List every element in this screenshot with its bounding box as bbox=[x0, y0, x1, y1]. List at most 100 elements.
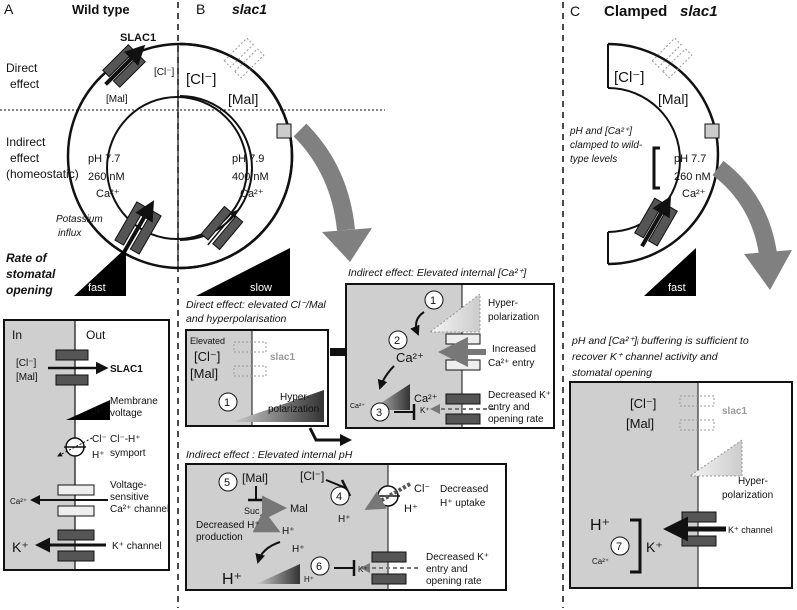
h1-label: H⁺ bbox=[282, 526, 295, 537]
direct-hyper: Hyper- bbox=[280, 392, 310, 403]
clamped-fast-label: fast bbox=[668, 282, 686, 294]
decreased-uptake: Decreased bbox=[440, 484, 488, 495]
clamp-note: pH and [Ca²⁺] bbox=[569, 126, 632, 137]
slac1-ph: pH 7.9 bbox=[232, 153, 264, 165]
slow-rate-wedge bbox=[196, 248, 290, 296]
buffer-note-3: stomatal opening bbox=[572, 367, 652, 379]
h2-label: H⁺ bbox=[292, 544, 305, 555]
panel-a-title: Wild type bbox=[72, 2, 130, 17]
ca-effect-box bbox=[345, 283, 555, 429]
potassium-label-2: influx bbox=[58, 228, 82, 239]
h-big: H⁺ bbox=[222, 571, 242, 588]
elevated-label: Elevated bbox=[190, 336, 225, 346]
panel-c-title: Clamped bbox=[604, 3, 667, 20]
step-2: 2 bbox=[394, 335, 400, 347]
decreased-hprod-2: production bbox=[196, 532, 243, 543]
clamped-progression-arrow bbox=[712, 160, 777, 256]
slac1-channel-icon bbox=[102, 44, 146, 88]
decreased-k2: Decreased K⁺ bbox=[426, 552, 489, 563]
step-4: 4 bbox=[336, 491, 342, 503]
clamped-box-shade bbox=[570, 382, 698, 588]
increased-ca-2: Ca²⁺ entry bbox=[488, 358, 534, 369]
slac1-mal: [Mal] bbox=[228, 91, 258, 107]
step-7: 7 bbox=[616, 541, 622, 553]
cl-out: Cl⁻ bbox=[414, 483, 430, 495]
ph-effect-title: Indirect effect : Elevated internal pH bbox=[186, 449, 353, 461]
mal2-label: Mal bbox=[290, 503, 308, 515]
direct-slac1-gray: slac1 bbox=[270, 352, 295, 363]
decreased-k2-2: entry and bbox=[426, 564, 468, 575]
hyperpolarization-wedge bbox=[232, 390, 324, 422]
panel-c: C Clamped slac1 [Cl⁻] [Mal] pH and [Ca²⁺… bbox=[569, 3, 793, 589]
direct-effect-title-2: and hyperpolarisation bbox=[186, 313, 287, 325]
wt-cell-inner bbox=[106, 96, 248, 240]
ca-hyper: Hyper- bbox=[488, 298, 518, 309]
slac1-ca-channel bbox=[276, 123, 292, 139]
k2-label: K⁺ bbox=[358, 565, 368, 574]
step-6: 6 bbox=[316, 561, 322, 573]
increased-ca: Increased bbox=[492, 344, 536, 355]
direct-to-ph-arrow bbox=[340, 434, 352, 446]
step-1-badge bbox=[218, 392, 238, 412]
clamped-h: H⁺ bbox=[590, 517, 610, 534]
slac1-label: SLAC1 bbox=[120, 32, 156, 44]
ca-small: Ca²⁺ bbox=[350, 403, 365, 410]
membrane-voltage-wedge bbox=[66, 400, 110, 420]
legend-membrane: Membrane bbox=[110, 396, 158, 407]
rate-label-3: opening bbox=[6, 283, 53, 297]
legend-ca-ion: Ca²⁺ bbox=[10, 497, 27, 506]
direct-cl: [Cl⁻] bbox=[194, 349, 220, 364]
rate-label-2: stomatal bbox=[6, 267, 56, 281]
direct-label: Direct bbox=[6, 61, 38, 75]
legend-cl-ion: Cl⁻ bbox=[92, 434, 107, 445]
clamp-bracket bbox=[652, 146, 660, 190]
wt-ca-conc: 260 nM bbox=[88, 171, 125, 183]
clamped-hyper-wedge bbox=[688, 439, 743, 477]
clamped-hyper-2: polarization bbox=[722, 490, 773, 501]
legend-symport-2: symport bbox=[110, 448, 146, 459]
buffer-note-2: recover K⁺ channel activity and bbox=[572, 351, 719, 363]
panel-a-letter: A bbox=[4, 1, 14, 17]
decreased-k2-3: opening rate bbox=[426, 576, 482, 587]
clamped-k-channel: K⁺ channel bbox=[728, 525, 773, 535]
panel-b-letter: B bbox=[196, 1, 205, 17]
step-7-badge bbox=[610, 536, 630, 556]
cl-small: [Cl⁻] bbox=[154, 67, 175, 78]
slac1-mutant-channel-icon bbox=[223, 37, 265, 79]
ph-cl: [Cl⁻] bbox=[300, 469, 324, 483]
legend-symport: Cl⁻-H⁺ bbox=[110, 434, 141, 445]
legend-in: In bbox=[12, 328, 22, 342]
direct-effect-title: Direct effect: elevated Cl⁻/Mal bbox=[186, 299, 326, 311]
clamped-ca: Ca²⁺ bbox=[682, 188, 706, 200]
clamped-box-mal: [Mal] bbox=[626, 416, 654, 431]
legend-k-ion: K⁺ bbox=[12, 539, 29, 555]
decreased-k: Decreased K⁺ bbox=[488, 390, 551, 401]
panel-c-title-2: slac1 bbox=[680, 3, 718, 20]
step-3: 3 bbox=[376, 407, 382, 419]
clamped-bracket bbox=[630, 518, 642, 574]
clamped-cell-outer bbox=[607, 42, 720, 266]
panel-b-title: slac1 bbox=[232, 1, 267, 17]
legend-psi: Ψ bbox=[94, 406, 102, 417]
clamped-box-cl: [Cl⁻] bbox=[630, 396, 656, 411]
clamped-slac1-gray: slac1 bbox=[722, 406, 747, 417]
mal-small: [Mal] bbox=[106, 94, 128, 105]
direct-effect-box bbox=[185, 329, 329, 427]
ca-mid: Ca²⁺ bbox=[414, 393, 438, 405]
h-gradient-wedge bbox=[256, 564, 300, 584]
step-1b-badge bbox=[424, 290, 444, 310]
clamped-mal: [Mal] bbox=[658, 91, 688, 107]
step-2-badge bbox=[388, 330, 408, 350]
step-1b: 1 bbox=[430, 295, 436, 307]
clamped-ph: pH 7.7 bbox=[674, 153, 706, 165]
k-channel-icon bbox=[114, 200, 162, 255]
direct-label-2: effect bbox=[10, 77, 40, 91]
legend-vs-2: sensitive bbox=[110, 492, 149, 503]
fast-label: fast bbox=[88, 282, 106, 294]
clamped-k: K⁺ bbox=[646, 539, 663, 555]
legend-box: In Out [Cl⁻] [Mal] SLAC1 Ψ Membrane volt… bbox=[3, 319, 170, 571]
wt-ca: Ca²⁺ bbox=[96, 188, 120, 200]
step-3-badge bbox=[370, 402, 390, 422]
ca-hyper-2: polarization bbox=[488, 312, 539, 323]
indirect-label-3: (homeostatic) bbox=[6, 167, 79, 181]
